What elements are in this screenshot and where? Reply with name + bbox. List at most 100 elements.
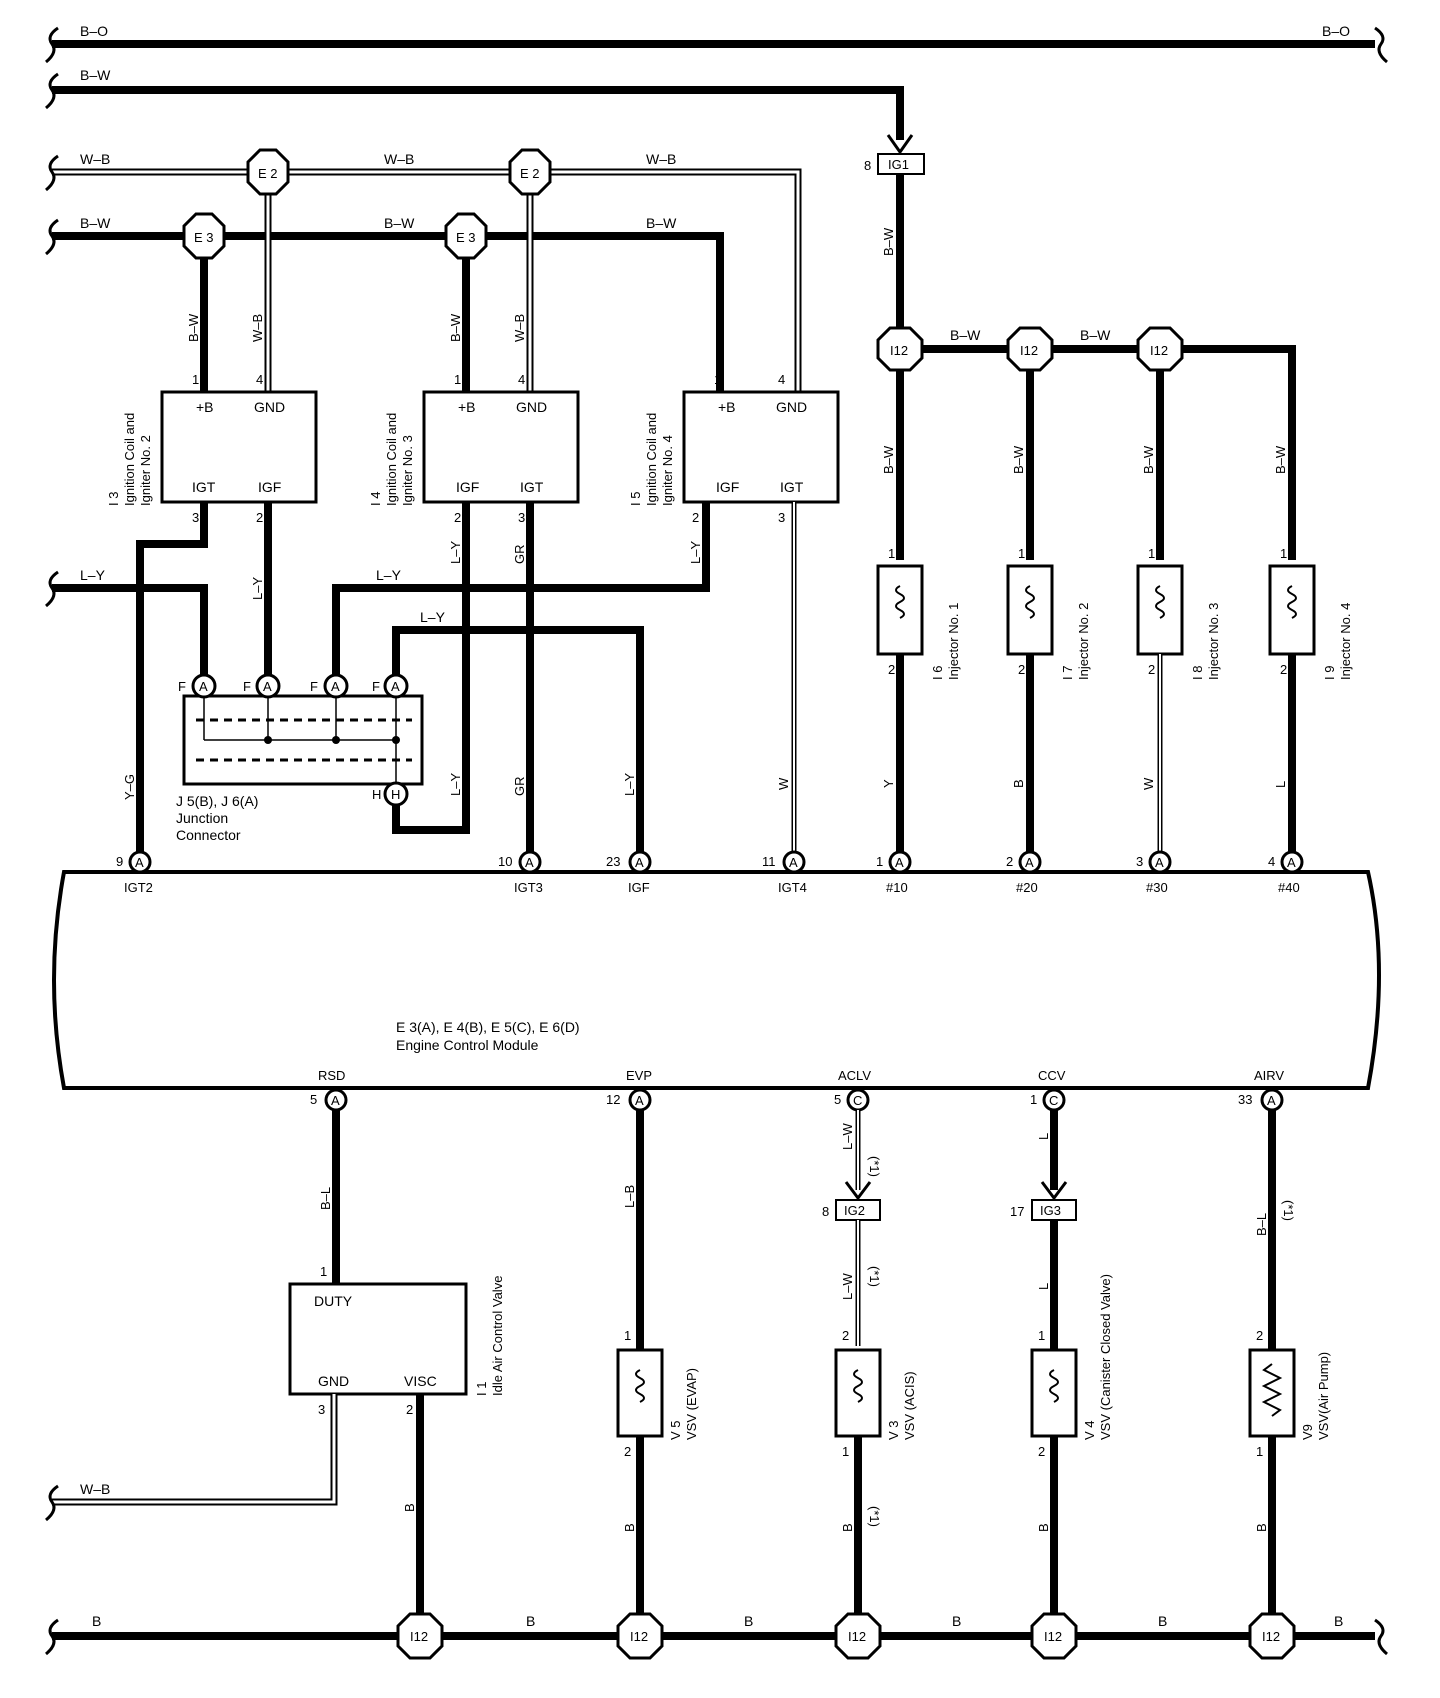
vsv-evap: 1 2 V 5 VSV (EVAP) <box>616 1328 699 1459</box>
svg-text:F: F <box>178 679 186 694</box>
injector-2: 1 2 I 7 Injector No. 2 <box>1006 546 1091 680</box>
svg-text:V 5: V 5 <box>668 1420 683 1440</box>
svg-text:#40: #40 <box>1278 880 1300 895</box>
ecm-top-pins: A 9 IGT2 A 10 IGT3 A 23 IGF A 11 IGT4 A … <box>116 850 1304 895</box>
svg-text:IGF: IGF <box>456 479 479 495</box>
i12-splices-bottom: I12 I12 I12 I12 I12 <box>396 1612 1296 1660</box>
ignition-coil-no2: +B GND IGT IGF 1 4 3 2 I 3 Ignition Coil… <box>106 372 318 525</box>
bus-bo-right-label: B–O <box>1322 23 1350 39</box>
svg-text:(*1): (*1) <box>1281 1200 1296 1221</box>
svg-text:1: 1 <box>842 1444 849 1459</box>
svg-text:EVP: EVP <box>626 1068 652 1083</box>
svg-text:B–W: B–W <box>80 215 111 231</box>
svg-text:L–Y: L–Y <box>250 577 265 600</box>
svg-text:V 3: V 3 <box>886 1420 901 1440</box>
svg-text:I12: I12 <box>1150 343 1168 358</box>
svg-text:GND: GND <box>318 1373 349 1389</box>
bus-bw-top-label: B–W <box>80 67 111 83</box>
svg-text:L: L <box>1036 1133 1051 1140</box>
svg-text:B: B <box>526 1613 535 1629</box>
svg-text:E 3: E 3 <box>194 230 214 245</box>
svg-text:A: A <box>1267 1093 1276 1108</box>
svg-text:DUTY: DUTY <box>314 1293 353 1309</box>
svg-text:1: 1 <box>888 546 895 561</box>
svg-text:2: 2 <box>1038 1444 1045 1459</box>
svg-text:Connector: Connector <box>176 827 241 843</box>
ignition-coil-no4: +B GND IGF IGT 1 4 2 3 I 5 Ignition Coil… <box>628 372 840 525</box>
svg-text:B: B <box>744 1613 753 1629</box>
svg-text:IGF: IGF <box>258 479 281 495</box>
svg-text:B: B <box>952 1613 961 1629</box>
svg-text:F: F <box>310 679 318 694</box>
ecm-title-codes: E 3(A), E 4(B), E 5(C), E 6(D) <box>396 1019 580 1035</box>
svg-text:B–W: B–W <box>1080 327 1111 343</box>
svg-text:10: 10 <box>498 854 512 869</box>
svg-text:2: 2 <box>692 510 699 525</box>
svg-text:(*1): (*1) <box>867 1156 882 1177</box>
svg-text:H: H <box>391 787 400 802</box>
svg-text:A: A <box>635 1093 644 1108</box>
svg-text:RSD: RSD <box>318 1068 345 1083</box>
svg-text:I 3: I 3 <box>106 492 121 506</box>
engine-control-module: E 3(A), E 4(B), E 5(C), E 6(D) Engine Co… <box>52 870 1381 1090</box>
svg-text:A: A <box>895 855 904 870</box>
svg-text:5: 5 <box>834 1092 841 1107</box>
splice-e3-b: E 3 <box>444 212 488 260</box>
svg-text:2: 2 <box>624 1444 631 1459</box>
svg-text:2: 2 <box>1280 662 1287 677</box>
svg-text:A: A <box>1287 855 1296 870</box>
injector-outputs <box>896 654 1296 860</box>
svg-text:33: 33 <box>1238 1092 1252 1107</box>
svg-text:Junction: Junction <box>176 810 228 826</box>
svg-text:Y–G: Y–G <box>122 774 137 800</box>
svg-text:A: A <box>635 855 644 870</box>
svg-text:1: 1 <box>1256 1444 1263 1459</box>
svg-text:W–B: W–B <box>512 314 527 342</box>
svg-text:B: B <box>402 1503 417 1512</box>
svg-text:B–L: B–L <box>1254 1213 1269 1236</box>
svg-text:1: 1 <box>1148 546 1155 561</box>
svg-text:I 1: I 1 <box>474 1382 489 1396</box>
svg-text:Ignition Coil and: Ignition Coil and <box>644 413 659 506</box>
svg-text:I 7: I 7 <box>1060 666 1075 680</box>
svg-text:GR: GR <box>512 545 527 565</box>
svg-text:A: A <box>331 679 340 694</box>
svg-text:IG2: IG2 <box>844 1203 865 1218</box>
svg-text:GR: GR <box>512 777 527 797</box>
svg-text:VSV (EVAP): VSV (EVAP) <box>684 1368 699 1440</box>
svg-text:I12: I12 <box>848 1629 866 1644</box>
svg-text:IGT: IGT <box>192 479 216 495</box>
svg-text:W–B: W–B <box>80 1481 110 1497</box>
svg-text:1: 1 <box>1280 546 1287 561</box>
svg-text:B: B <box>1036 1523 1051 1532</box>
svg-text:4: 4 <box>1268 854 1275 869</box>
svg-text:2: 2 <box>256 510 263 525</box>
svg-text:B: B <box>92 1613 101 1629</box>
svg-text:B–W: B–W <box>646 215 677 231</box>
svg-text:B–W: B–W <box>448 313 463 342</box>
svg-text:IGT4: IGT4 <box>778 880 807 895</box>
splice-e3-a: E 3 <box>182 212 226 260</box>
svg-text:B–W: B–W <box>186 313 201 342</box>
svg-text:H: H <box>372 787 381 802</box>
svg-text:IGT: IGT <box>780 479 804 495</box>
svg-text:Ignition Coil and: Ignition Coil and <box>122 413 137 506</box>
svg-text:L–W: L–W <box>840 1273 855 1300</box>
svg-text:+B: +B <box>718 399 736 415</box>
svg-text:A: A <box>391 679 400 694</box>
svg-text:4: 4 <box>778 372 785 387</box>
svg-text:A: A <box>789 855 798 870</box>
svg-text:IG3: IG3 <box>1040 1203 1061 1218</box>
svg-text:1: 1 <box>1038 1328 1045 1343</box>
idle-air-control-valve: DUTY GND VISC 1 3 2 I 1 Idle Air Control… <box>288 1264 505 1417</box>
svg-text:2: 2 <box>1148 662 1155 677</box>
svg-text:I 9: I 9 <box>1322 666 1337 680</box>
svg-text:3: 3 <box>318 1402 325 1417</box>
svg-text:I 8: I 8 <box>1190 666 1205 680</box>
svg-text:2: 2 <box>1018 662 1025 677</box>
i12-splices-top: I12 I12 I12 <box>876 326 1184 372</box>
svg-text:IGF: IGF <box>716 479 739 495</box>
svg-text:VISC: VISC <box>404 1373 437 1389</box>
svg-text:C: C <box>1049 1093 1058 1108</box>
svg-text:Ignition Coil and: Ignition Coil and <box>384 413 399 506</box>
